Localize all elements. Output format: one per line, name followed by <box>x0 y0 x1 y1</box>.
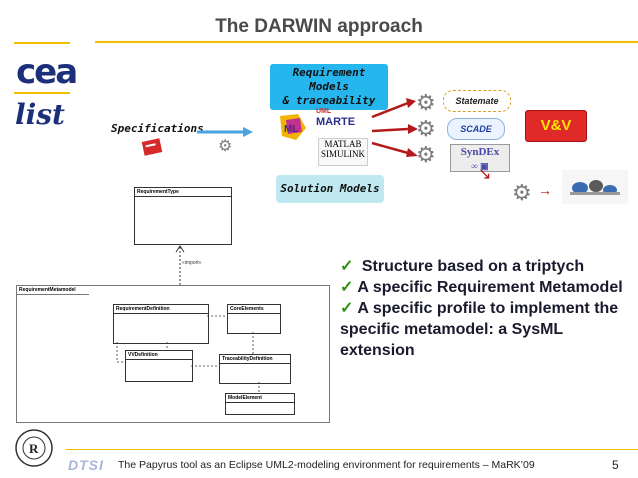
bullet-item: ✓A specific Requirement Metamodel <box>340 279 623 296</box>
import-dependency-arrow <box>175 245 185 285</box>
document-icon <box>141 138 163 156</box>
model-transformation-arrows <box>371 98 418 157</box>
arrow-down-right-icon: ↘ <box>478 166 492 183</box>
requirement-models-line2: & traceability <box>282 94 376 107</box>
gear-icon-syndex: ⚙ <box>416 142 436 167</box>
core-elements-box: CoreElements <box>227 304 281 334</box>
checkmark-icon: ✓ <box>340 258 354 275</box>
marte-logo: UML MARTE <box>316 108 356 128</box>
checkmark-icon: ✓ <box>340 279 354 296</box>
gear-icon-statemate: ⚙ <box>416 90 436 115</box>
uml-logo-icon: ML <box>280 114 306 140</box>
gear-icon: ⚙ <box>218 138 233 155</box>
title-divider <box>95 41 638 43</box>
bullet-item: ✓A specific profile to implement the spe… <box>340 300 619 359</box>
dtsi-logo: DTSI <box>68 457 104 473</box>
gear-icon-scade: ⚙ <box>416 116 436 141</box>
logo-divider-top <box>14 42 70 44</box>
requirement-type-box: RequirementType <box>134 187 232 245</box>
solution-models-box: Solution Models <box>276 175 384 203</box>
bullet-list: ✓ Structure based on a triptych ✓A speci… <box>340 256 636 361</box>
footer-text: The Papyrus tool as an Eclipse UML2-mode… <box>118 459 535 471</box>
traceability-definition-box: TraceabilityDefinition <box>219 354 291 384</box>
checkmark-icon: ✓ <box>340 300 354 317</box>
matlab-simulink-logo: MATLAB SIMULINK <box>318 138 368 166</box>
gear-icon-target: ⚙ <box>512 180 532 205</box>
arrow-right-icon: → <box>538 182 552 198</box>
vv-definition-box: VVDefinition <box>125 350 193 382</box>
list-logo: list <box>15 98 65 131</box>
requirement-models-line1: Requirement Models <box>292 66 366 93</box>
syndex-logo: SynDEx∞ ▣ <box>450 144 510 172</box>
import-label: «import» <box>182 260 202 266</box>
vv-box: V&V <box>525 110 587 142</box>
spec-arrow <box>197 127 253 137</box>
svg-text:ML: ML <box>284 124 298 135</box>
statemate-badge: Statemate <box>443 90 511 112</box>
specifications-label: Specifications <box>111 122 204 135</box>
metamodel-dependencies <box>116 315 260 393</box>
requirement-metamodel-package: RequirementMetamodel RequirementDefiniti… <box>16 285 330 423</box>
slide-title: The DARWIN approach <box>215 16 423 37</box>
bullet-item: ✓ Structure based on a triptych <box>340 258 585 275</box>
svg-text:R: R <box>29 441 39 456</box>
footer-divider <box>66 449 638 450</box>
logo-divider-middle <box>14 92 70 94</box>
quality-seal-icon: R <box>15 429 53 467</box>
model-element-box: ModelElement <box>225 393 295 415</box>
requirement-definition-box: RequirementDefinition <box>113 304 209 344</box>
engine-image-icon <box>562 170 628 204</box>
cea-logo: cea <box>16 52 78 92</box>
requirement-models-box: Requirement Models & traceability <box>270 64 388 110</box>
scade-logo: SCADE <box>447 118 505 140</box>
page-number: 5 <box>612 458 619 472</box>
